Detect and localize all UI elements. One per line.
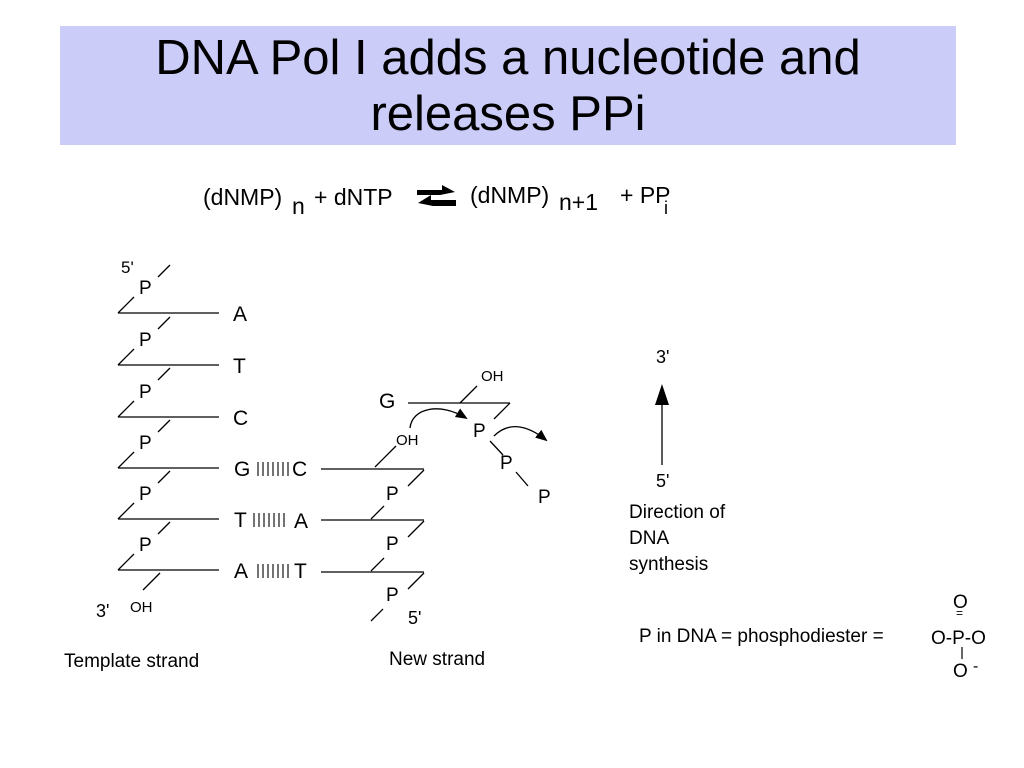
backbone-tick: [117, 451, 135, 469]
template-strand: [117, 264, 219, 591]
phosphodiester-label: P in DNA = phosphodiester =: [639, 626, 884, 647]
title-box: DNA Pol I adds a nucleotide and releases…: [60, 26, 956, 145]
template-base: A: [234, 560, 248, 583]
backbone-tick: [157, 316, 171, 330]
slide-title-line1: DNA Pol I adds a nucleotide and: [155, 31, 861, 85]
backbone-tick: [117, 296, 135, 314]
phosphate-label: P: [139, 484, 152, 505]
phosphate-label: P: [139, 278, 152, 299]
incoming-dntp: [408, 385, 548, 487]
phosphate-double-bond: =: [956, 606, 963, 620]
equilibrium-arrows-icon: [417, 185, 456, 206]
phosphodiester-structure: P in DNA = phosphodiester = O = O-P-O O …: [639, 592, 986, 682]
new-strand: [321, 445, 425, 622]
product-subscript: n+1: [559, 189, 598, 215]
reactant-dntp: + dNTP: [314, 184, 393, 210]
incoming-hydroxyl: OH: [481, 368, 504, 385]
phosphate-bottom-oxygen: O: [953, 661, 968, 682]
backbone-tick: [157, 521, 171, 535]
nucleophilic-attack-arrow-icon: [409, 408, 468, 429]
phosphate-center-row: O-P-O: [931, 628, 986, 649]
template-labels: 5' P P P P P P 3' OH A T C G T A Templat…: [64, 258, 250, 672]
phosphate-label: P: [139, 330, 152, 351]
reactant-dnmp: (dNMP): [203, 184, 282, 210]
backbone-tick: [374, 445, 397, 468]
product-ppi-subscript: i: [664, 198, 668, 218]
direction-three-prime: 3': [656, 347, 669, 367]
backbone-tick: [157, 470, 171, 484]
backbone-tick: [117, 348, 135, 366]
new-strand-caption: New strand: [389, 649, 485, 670]
gamma-phosphate: P: [538, 487, 551, 508]
backbone-tick: [407, 572, 425, 590]
pyrophosphate-release-arrow-icon: [493, 426, 548, 442]
product-dnmp: (dNMP): [470, 182, 549, 208]
backbone-tick: [407, 469, 425, 487]
phosphate-label: P: [386, 534, 399, 555]
new-strand-labels: OH C A T P P P 5' New strand: [292, 432, 485, 670]
template-base: G: [234, 458, 250, 481]
phosphate-bond: [515, 471, 529, 487]
backbone-tick: [407, 520, 425, 538]
backbone-tick: [157, 367, 171, 381]
direction-caption-line3: synthesis: [629, 554, 708, 575]
direction-caption-line2: DNA: [629, 528, 669, 549]
backbone-tick: [493, 402, 511, 420]
h-bond-ta: [253, 513, 285, 527]
alpha-phosphate: P: [473, 421, 486, 442]
template-five-prime: 5': [121, 258, 134, 277]
backbone-tick: [370, 505, 385, 520]
backbone-tick: [370, 608, 384, 622]
new-strand-five-prime: 5': [408, 608, 421, 628]
template-strand-caption: Template strand: [64, 651, 199, 672]
h-bond-gc: [257, 462, 289, 476]
template-three-prime: 3': [96, 601, 109, 621]
backbone-tick: [157, 419, 171, 433]
hydrogen-bonds: [253, 462, 289, 578]
template-base: C: [233, 407, 248, 430]
backbone-tick: [157, 264, 171, 278]
phosphate-label: P: [139, 382, 152, 403]
phosphate-label: P: [386, 484, 399, 505]
backbone-tick: [117, 553, 135, 571]
beta-phosphate: P: [500, 453, 513, 474]
template-base: T: [234, 509, 247, 532]
phosphate-top-oxygen: O: [953, 592, 968, 613]
new-strand-hydroxyl: OH: [396, 432, 419, 449]
h-bond-at: [257, 564, 289, 578]
phosphate-bond: [489, 440, 504, 456]
slide-title: DNA Pol I adds a nucleotide and releases…: [60, 30, 956, 142]
direction-arrow-icon: [655, 384, 669, 405]
phosphate-label: P: [386, 585, 399, 606]
slide-title-line2: releases PPi: [370, 87, 646, 141]
backbone-tick: [117, 502, 135, 520]
new-strand-base: A: [294, 510, 308, 533]
direction-five-prime: 5': [656, 471, 669, 491]
backbone-tick: [142, 572, 161, 591]
new-strand-base: C: [292, 458, 307, 481]
template-base: A: [233, 303, 247, 326]
phosphate-label: P: [139, 433, 152, 454]
phosphate-label: P: [139, 535, 152, 556]
direction-indicator: 3' 5' Direction of DNA synthesis: [629, 347, 726, 575]
backbone-tick: [459, 385, 478, 404]
reaction-equation: (dNMP) n + dNTP (dNMP) n+1 + PP i: [203, 182, 671, 219]
direction-caption-line1: Direction of: [629, 502, 726, 523]
new-strand-base: T: [294, 560, 307, 583]
template-base: T: [233, 355, 246, 378]
product-ppi: + PP: [620, 182, 671, 208]
backbone-tick: [370, 557, 385, 572]
phosphate-charge: -: [973, 658, 978, 675]
backbone-tick: [117, 400, 135, 418]
template-hydroxyl: OH: [130, 599, 153, 616]
reactant-subscript: n: [292, 193, 305, 219]
incoming-base: G: [379, 390, 395, 413]
incoming-dntp-labels: G OH P P P: [379, 368, 551, 508]
